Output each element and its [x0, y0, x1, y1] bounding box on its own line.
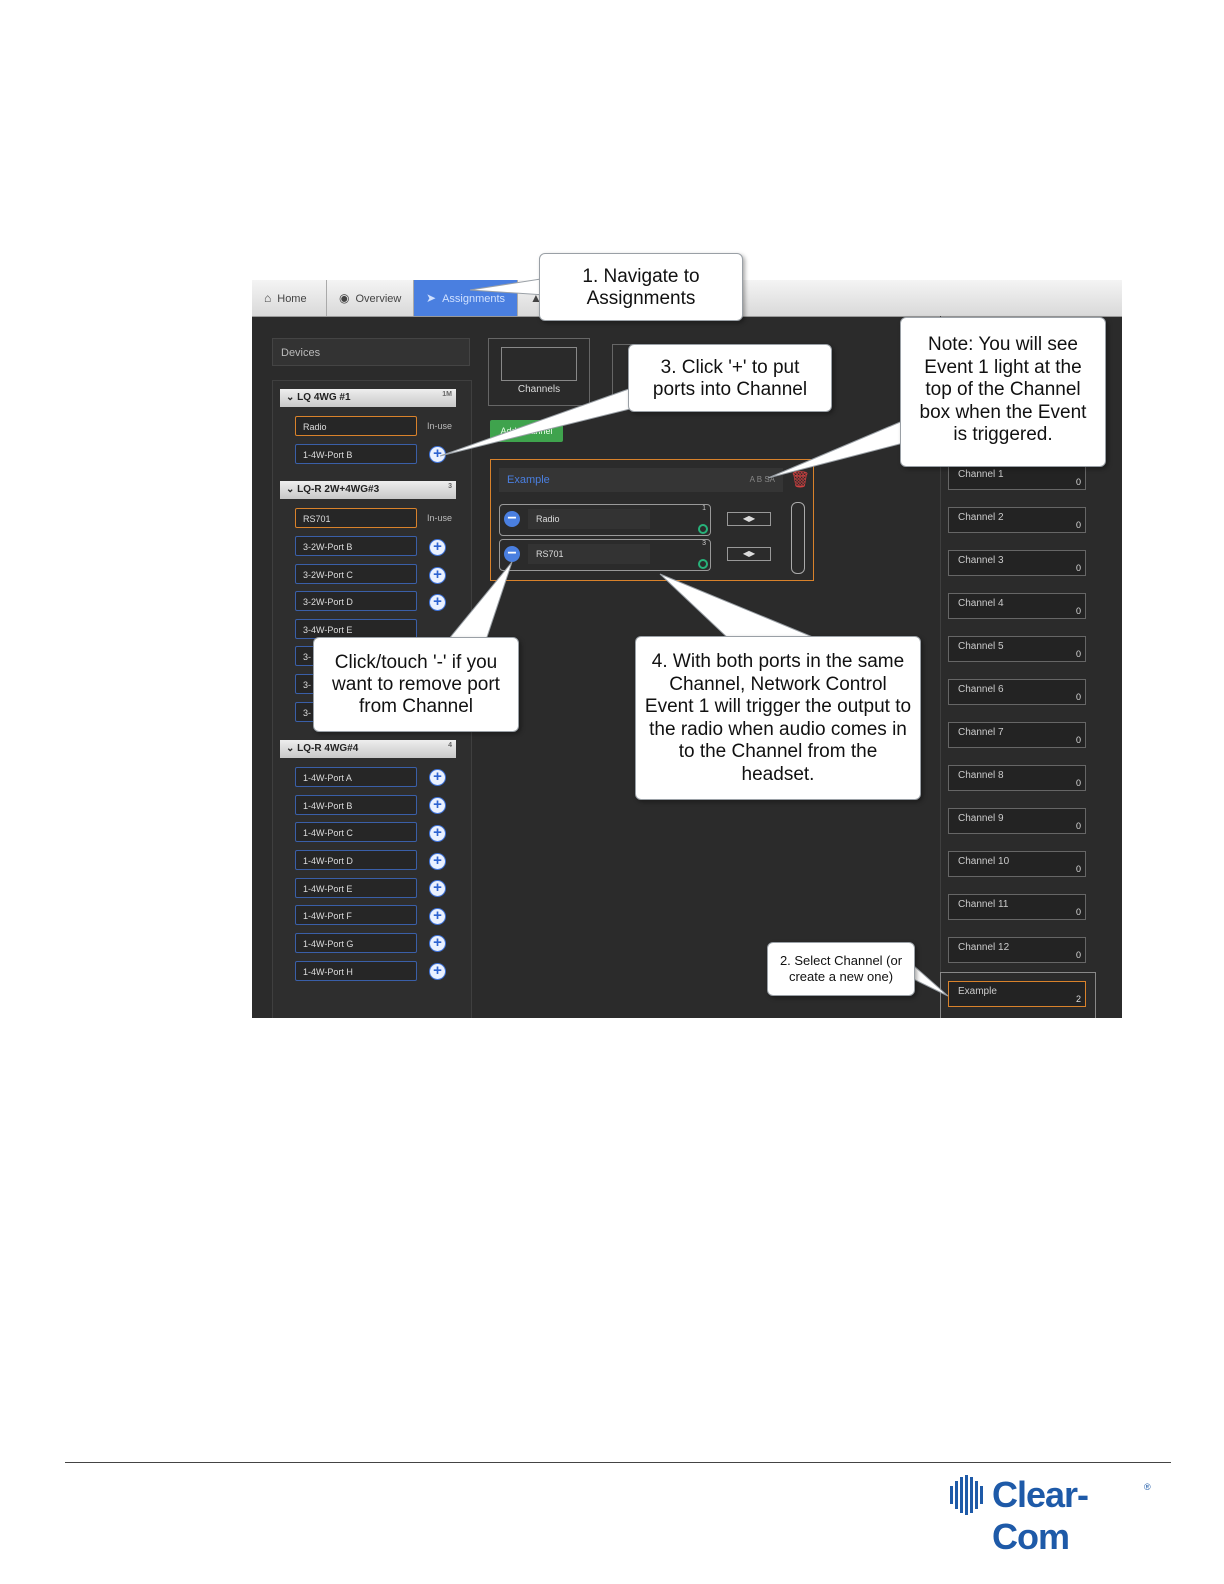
remove-port-button[interactable]: − — [504, 546, 520, 562]
event-indicator-icon — [698, 559, 708, 569]
channel-name: Example — [507, 474, 550, 486]
port-item[interactable]: 1-4W-Port F — [295, 905, 417, 925]
bell-icon: ▲ — [530, 291, 542, 305]
channel-member-row: − Radio 1 — [499, 504, 711, 536]
in-use-label: In-use — [427, 421, 453, 431]
tab-home[interactable]: ⌂Home — [252, 280, 327, 316]
add-port-button[interactable]: + — [429, 446, 446, 463]
channel-box: Example A B SA 🗑 − Radio 1 − RS701 3 ◀▶ … — [490, 459, 814, 581]
port-item[interactable]: 1-4W-Port E — [295, 878, 417, 898]
port-item[interactable]: 3-2W-Port D — [295, 591, 417, 611]
chevron-down-icon: ⌄ — [286, 484, 295, 495]
member-number: 3 — [702, 540, 706, 547]
member-label: Radio — [528, 509, 650, 529]
callout-navigate: 1. Navigate to Assignments — [539, 253, 743, 321]
footer-rule — [65, 1462, 1171, 1463]
port-item[interactable]: 3-2W-Port C — [295, 564, 417, 584]
tab-overview[interactable]: ◉Overview — [327, 280, 414, 316]
add-port-button[interactable]: + — [429, 769, 446, 786]
channels-view-tab[interactable]: Channels — [488, 338, 590, 406]
port-item[interactable]: 1-4W-Port A — [295, 767, 417, 787]
chevron-down-icon: ⌄ — [286, 743, 295, 754]
add-port-button[interactable]: + — [429, 963, 446, 980]
callout-event: 4. With both ports in the same Channel, … — [635, 636, 921, 800]
callout-add-port: 3. Click '+' to put ports into Channel — [628, 344, 832, 412]
port-item[interactable]: 1-4W-Port B — [295, 444, 417, 464]
trash-icon[interactable]: 🗑 — [790, 472, 811, 489]
port-item[interactable]: 1-4W-Port B — [295, 795, 417, 815]
port-item[interactable]: 3-4W-Port E — [295, 619, 417, 639]
add-port-button[interactable]: + — [429, 825, 446, 842]
add-port-button[interactable]: + — [429, 908, 446, 925]
globe-icon: ◉ — [339, 291, 350, 305]
scrollbar[interactable] — [791, 502, 805, 574]
port-item[interactable]: 1-4W-Port H — [295, 961, 417, 981]
devices-panel-title: Devices — [272, 338, 470, 366]
add-port-button[interactable]: + — [429, 880, 446, 897]
port-item[interactable]: 3-2W-Port B — [295, 536, 417, 556]
channel-box-header: Example A B SA — [499, 468, 783, 492]
add-port-button[interactable]: + — [429, 594, 446, 611]
add-port-button[interactable]: + — [429, 853, 446, 870]
chevron-down-icon: ⌄ — [286, 392, 295, 403]
port-item[interactable]: 1-4W-Port C — [295, 822, 417, 842]
channel-member-row: − RS701 3 — [499, 539, 711, 571]
event-indicator-icon — [698, 524, 708, 534]
home-icon: ⌂ — [264, 291, 272, 305]
arrows-left-right-icon[interactable]: ◀▶ — [727, 547, 771, 561]
callout-select-channel: 2. Select Channel (or create a new one) — [767, 942, 915, 996]
clear-com-logo-icon — [950, 1475, 983, 1515]
channels-grid-icon — [501, 347, 577, 381]
port-item[interactable]: 1-4W-Port D — [295, 850, 417, 870]
add-port-button[interactable]: + — [429, 797, 446, 814]
channel-list — [940, 316, 1122, 1018]
member-label: RS701 — [528, 544, 650, 564]
add-port-button[interactable]: + — [429, 539, 446, 556]
callout-note: Note: You will see Event 1 light at the … — [900, 317, 1106, 467]
member-number: 1 — [702, 505, 706, 512]
port-item[interactable]: RS701 — [295, 508, 417, 528]
port-item[interactable]: 1-4W-Port G — [295, 933, 417, 953]
callout-remove-port: Click/touch '-' if you want to remove po… — [313, 637, 519, 732]
add-port-button[interactable]: + — [429, 935, 446, 952]
arrows-left-right-icon[interactable]: ◀▶ — [727, 512, 771, 526]
remove-port-button[interactable]: − — [504, 511, 520, 527]
assignments-icon: ➤ — [426, 291, 437, 305]
in-use-label: In-use — [427, 513, 453, 523]
clear-com-logo: Clear-Com ® — [948, 1472, 1158, 1557]
port-item[interactable]: Radio — [295, 416, 417, 436]
add-port-button[interactable]: + — [429, 567, 446, 584]
add-channel-button[interactable]: Add Channel — [490, 420, 563, 442]
channel-flags: A B SA — [749, 475, 775, 484]
tab-assignments[interactable]: ➤Assignments — [414, 280, 518, 316]
